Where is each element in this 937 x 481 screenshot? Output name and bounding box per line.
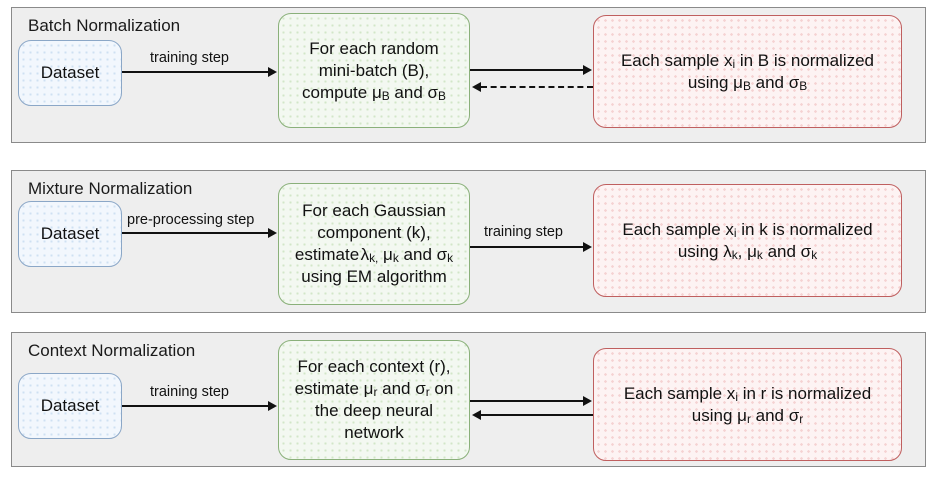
edge-label-training-step-mixture: training step [484, 224, 563, 240]
arrowhead-process-to-result-context [583, 396, 592, 406]
connector-dataset-to-process-mixture [122, 232, 269, 234]
panel-title-mixture: Mixture Normalization [28, 179, 193, 198]
arrowhead-process-to-result-mixture [583, 242, 592, 252]
node-dataset-label: Dataset [40, 63, 100, 82]
connector-dataset-to-process-batch [122, 71, 269, 73]
arrowhead-dataset-to-process-context [268, 401, 277, 411]
node-dataset-context[interactable]: Dataset [18, 373, 122, 439]
arrowhead-feedback-context [472, 410, 481, 420]
node-dataset-label: Dataset [40, 396, 100, 415]
node-process-context[interactable]: For each context (r),estimate μr and σr … [278, 340, 470, 460]
edge-label-pre-processing-step-mixture: pre-processing step [127, 212, 255, 228]
panel-title-batch: Batch Normalization [28, 16, 181, 35]
edge-label-training-step-batch: training step [150, 50, 229, 66]
connector-process-to-result-mixture [470, 246, 584, 248]
arrowhead-dataset-to-process-batch [268, 67, 277, 77]
arrowhead-dataset-to-process-mixture [268, 228, 277, 238]
node-dataset-label: Dataset [40, 224, 100, 243]
connector-process-to-result-batch [470, 69, 584, 71]
edge-label-training-step-context: training step [150, 384, 229, 400]
arrowhead-process-to-result-batch [583, 65, 592, 75]
connector-feedback-result-to-process-context [481, 414, 593, 416]
connector-dataset-to-process-context [122, 405, 269, 407]
arrowhead-feedback-batch [472, 82, 481, 92]
connector-process-to-result-context [470, 400, 584, 402]
node-process-text: For each context (r),estimate μr and σr … [294, 357, 454, 442]
node-dataset-batch[interactable]: Dataset [18, 40, 122, 106]
connector-feedback-result-to-process-batch [481, 86, 593, 88]
node-dataset-mixture[interactable]: Dataset [18, 201, 122, 267]
panel-title-context: Context Normalization [28, 341, 196, 360]
